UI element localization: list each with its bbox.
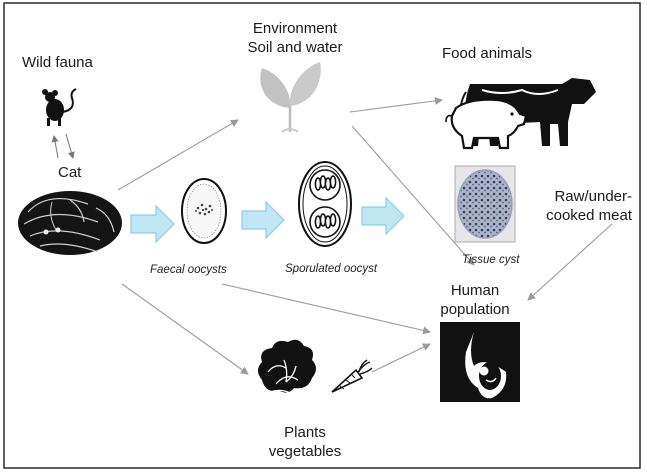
label-raw-meat-line2: cooked meat (520, 206, 632, 225)
lettuce-icon (258, 340, 316, 394)
tissue-cyst-image (455, 166, 515, 242)
plant-sprout-icon (260, 62, 320, 132)
label-human-line2: population (420, 300, 530, 319)
arrow-environment-to-food-animals (350, 100, 442, 112)
sporulated-oocyst-icon (299, 162, 351, 246)
oocyst-icon (182, 179, 226, 243)
pig-icon (446, 100, 526, 148)
block-arrow-1 (131, 206, 174, 242)
wild-fauna-cat-arrows (54, 134, 73, 158)
block-arrow-2 (242, 202, 284, 238)
block-arrow-3 (362, 198, 404, 234)
label-tissue-cyst: Tissue cyst (462, 253, 519, 267)
mouse-icon (42, 89, 76, 126)
arrow-cat-to-environment (118, 120, 238, 190)
life-cycle-block-arrows (131, 198, 404, 242)
pregnant-woman-icon (440, 322, 520, 402)
label-soil-and-water: Soil and water (230, 38, 360, 57)
label-plants-line2: vegetables (250, 442, 360, 461)
arrow-raw-meat-to-human (528, 224, 612, 300)
arrow-cat-to-plants (122, 284, 248, 374)
label-wild-fauna: Wild fauna (22, 53, 93, 72)
label-faecal-oocysts: Faecal oocysts (150, 263, 227, 277)
carrot-icon (332, 360, 372, 392)
label-human-line1: Human (420, 281, 530, 300)
label-sporulated-oocyst: Sporulated oocyst (285, 262, 377, 276)
arrow-faecal-oocysts-to-human (222, 284, 430, 332)
label-food-animals: Food animals (442, 44, 532, 63)
label-raw-meat-line1: Raw/under- (520, 187, 632, 206)
label-cat: Cat (58, 163, 81, 182)
cat-icon (18, 191, 122, 255)
label-environment: Environment (230, 19, 360, 38)
label-plants-line1: Plants (250, 423, 360, 442)
arrow-plants-to-human (372, 344, 430, 372)
